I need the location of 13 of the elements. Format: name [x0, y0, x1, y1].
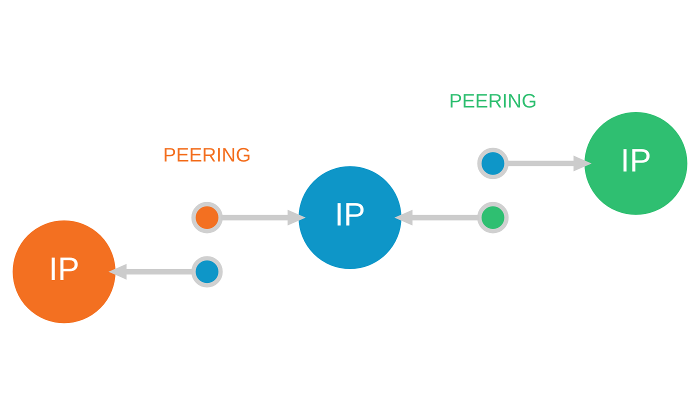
node-circle: IP [298, 166, 402, 269]
arrow [394, 209, 480, 226]
label: PEERING [163, 144, 251, 166]
node-circle [477, 147, 509, 179]
arrow [108, 263, 194, 280]
node-circle [191, 256, 223, 287]
node-circle: IP [584, 112, 688, 214]
arrow [220, 209, 306, 226]
node-circle [191, 201, 223, 233]
node-circle: IP [12, 220, 116, 323]
label: PEERING [449, 90, 537, 112]
arrow [506, 155, 592, 171]
node-circle [477, 201, 509, 233]
